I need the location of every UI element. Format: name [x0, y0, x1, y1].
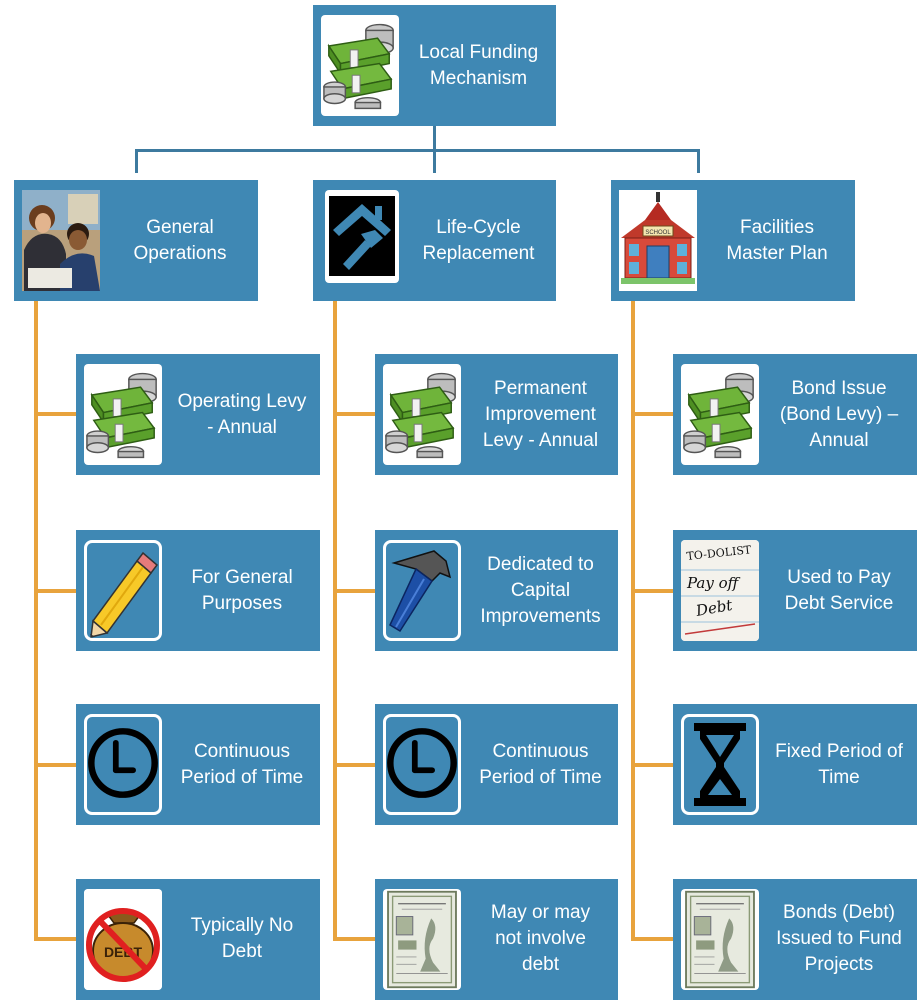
- connector-drop-general: [135, 149, 138, 173]
- item-continuous-period-2: Continuous Period of Time: [375, 704, 618, 825]
- hammer-icon: [383, 540, 461, 641]
- item-label: Dedicated to Capital Improvements: [480, 553, 601, 627]
- tree-line-general: [34, 301, 38, 941]
- tree-branch: [333, 937, 375, 941]
- item-label: Typically No Debt: [190, 915, 294, 962]
- item-label: May or may not involve debt: [490, 902, 591, 975]
- no-debt-icon: DEBT: [84, 889, 162, 990]
- branch-life-cycle: Life-Cycle Replacement: [313, 180, 556, 301]
- bond-certificate-icon: [383, 889, 461, 990]
- item-bonds-issued: Bonds (Debt) Issued to Fund Projects: [673, 879, 917, 1000]
- tree-branch: [34, 763, 76, 767]
- todo-list-note-icon: TO-DOLIST Pay off Debt: [681, 540, 759, 641]
- tree-branch: [631, 937, 673, 941]
- tree-branch: [333, 589, 375, 593]
- item-label: Continuous Period of Time: [479, 740, 602, 788]
- pencil-icon: [84, 540, 162, 641]
- tree-branch: [631, 412, 673, 416]
- branch-facilities: SCHOOL Facilities Master Plan: [611, 180, 855, 301]
- root-connector-stem: [433, 126, 436, 151]
- root-connector-bar: [135, 149, 699, 152]
- item-bond-issue: Bond Issue (Bond Levy) – Annual: [673, 354, 917, 475]
- tree-line-lifecycle: [333, 301, 337, 941]
- item-may-involve-debt: May or may not involve debt: [375, 879, 618, 1000]
- branch-lifecycle-label: Life-Cycle Replacement: [422, 216, 535, 264]
- branch-general-label: General Operations: [133, 216, 227, 264]
- teacher-student-photo: [22, 190, 100, 291]
- root-label: Local Funding Mechanism: [418, 41, 539, 89]
- item-debt-service: TO-DOLIST Pay off Debt Used to Pay Debt …: [673, 530, 917, 651]
- money-stack-icon: [84, 364, 162, 465]
- clock-icon: [84, 714, 162, 815]
- tree-branch: [34, 937, 76, 941]
- branch-general-operations: General Operations: [14, 180, 258, 301]
- money-stack-icon: [321, 15, 399, 116]
- tree-branch: [631, 763, 673, 767]
- house-hammer-icon: [325, 190, 399, 283]
- item-no-debt: DEBT Typically No Debt: [76, 879, 320, 1000]
- tree-branch: [34, 412, 76, 416]
- tree-branch: [34, 589, 76, 593]
- money-stack-icon: [383, 364, 461, 465]
- branch-facilities-label: Facilities Master Plan: [726, 216, 828, 264]
- item-label: Permanent Improvement Levy - Annual: [482, 377, 599, 451]
- clock-icon: [383, 714, 461, 815]
- connector-drop-facilities: [697, 149, 700, 173]
- bond-certificate-icon: [681, 889, 759, 990]
- tree-branch: [333, 412, 375, 416]
- tree-branch: [631, 589, 673, 593]
- item-general-purposes: For General Purposes: [76, 530, 320, 651]
- root-node: Local Funding Mechanism: [313, 5, 556, 126]
- item-label: Used to Pay Debt Service: [784, 566, 894, 614]
- item-label: Fixed Period of Time: [775, 740, 903, 788]
- tree-branch: [333, 763, 375, 767]
- todo-line-1: Pay off: [686, 574, 741, 592]
- item-fixed-period: Fixed Period of Time: [673, 704, 917, 825]
- item-operating-levy: Operating Levy - Annual: [76, 354, 320, 475]
- item-label: Operating Levy - Annual: [177, 390, 307, 438]
- school-sign-text: SCHOOL: [645, 230, 671, 236]
- item-label: Bond Issue (Bond Levy) – Annual: [779, 377, 899, 451]
- item-capital-improvements: Dedicated to Capital Improvements: [375, 530, 618, 651]
- item-permanent-improvement-levy: Permanent Improvement Levy - Annual: [375, 354, 618, 475]
- money-stack-icon: [681, 364, 759, 465]
- item-label: Continuous Period of Time: [180, 740, 304, 788]
- item-label: For General Purposes: [191, 566, 293, 614]
- hourglass-icon: [681, 714, 759, 815]
- tree-line-facilities: [631, 301, 635, 941]
- school-building-icon: SCHOOL: [619, 190, 697, 291]
- item-label: Bonds (Debt) Issued to Fund Projects: [776, 902, 902, 975]
- connector-drop-lifecycle: [433, 149, 436, 173]
- item-continuous-period-1: Continuous Period of Time: [76, 704, 320, 825]
